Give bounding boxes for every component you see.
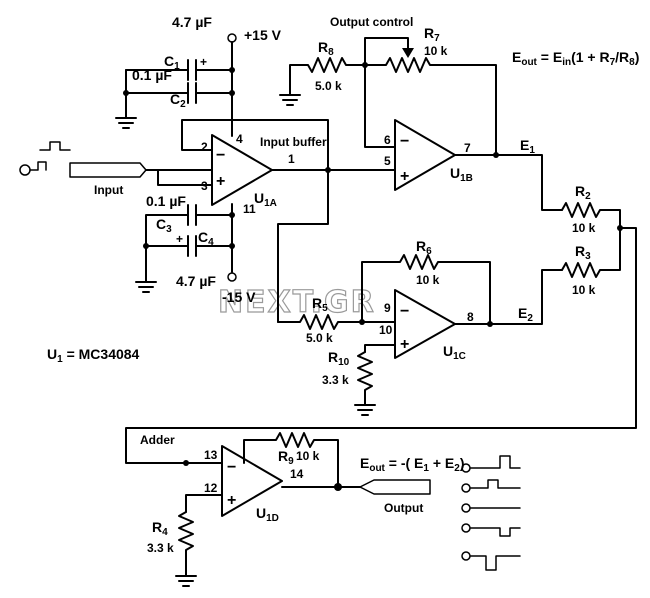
pin-1: 1: [288, 152, 295, 166]
r6-value: 10 k: [416, 273, 440, 287]
pin-12: 12: [204, 481, 218, 495]
r9-value: 10 k: [296, 449, 320, 463]
pin-2: 2: [201, 140, 208, 154]
resistor-r7: R7 10 k: [364, 25, 448, 73]
svg-text:+: +: [200, 55, 207, 69]
r4-value: 3.3 k: [147, 541, 174, 555]
ground-icon: [354, 404, 376, 416]
opamp-u1c: − + 9 10 8 U1C: [379, 289, 474, 362]
capacitor-c4: + C4 4.7 µF: [145, 229, 233, 289]
input-connector: [19, 141, 213, 186]
pin-11: 11: [243, 202, 256, 216]
r7-value: 10 k: [424, 44, 448, 58]
r8-value: 5.0 k: [315, 79, 342, 93]
r7-label: R7: [424, 25, 440, 44]
r2-value: 10 k: [572, 221, 596, 235]
c2-value: 0.1 µF: [132, 67, 172, 83]
svg-text:+: +: [400, 168, 409, 185]
svg-text:−: −: [216, 147, 225, 164]
r8-label: R8: [318, 39, 334, 58]
svg-text:+: +: [400, 336, 409, 353]
r2-label: R2: [575, 183, 591, 202]
r3-label: R3: [575, 243, 591, 262]
c3-value: 0.1 µF: [146, 193, 186, 209]
pin-5: 5: [384, 154, 391, 168]
pin-4: 4: [236, 132, 243, 146]
resistor-r5: R5 5.0 k: [277, 295, 396, 345]
output-control-label: Output control: [330, 15, 413, 29]
opamp-u1d: − + 13 12 14 U1D: [204, 445, 304, 524]
svg-text:+: +: [216, 173, 225, 190]
adder-equation: Eout = -( E1 + E2): [360, 455, 465, 474]
resistor-r4: R4 3.3 k: [147, 511, 194, 577]
c4-value: 4.7 µF: [176, 273, 216, 289]
c4-label: C4: [198, 229, 214, 248]
ground-icon: [135, 281, 157, 293]
output-waveforms: [461, 455, 521, 571]
pin-7: 7: [464, 141, 471, 155]
pos-rail-label: +15 V: [244, 27, 282, 43]
e1-label: E1: [520, 137, 535, 156]
r10-label: R10: [328, 349, 350, 368]
resistor-r8: R8 5.0 k: [289, 39, 366, 96]
svg-text:+: +: [176, 232, 183, 246]
pin-14: 14: [290, 467, 304, 481]
pin-8: 8: [467, 310, 474, 324]
opamp-label: U1C: [443, 343, 466, 362]
r9-label: R9: [278, 448, 294, 467]
pin-9: 9: [384, 301, 391, 315]
opamp-label: U1D: [256, 505, 279, 524]
r4-label: R4: [152, 519, 168, 538]
neg-rail-label: -15 V: [222, 289, 256, 305]
c3-label: C3: [156, 216, 172, 235]
e2-label: E2: [518, 305, 533, 324]
opamp-u1b: − + 6 5 7 U1B: [384, 119, 473, 191]
pin-10: 10: [379, 323, 393, 337]
opamp-label: U1A: [254, 190, 277, 209]
output-label: Output: [384, 501, 423, 515]
r5-label: R5: [312, 295, 328, 314]
capacitor-c3: C3 0.1 µF: [145, 193, 233, 283]
u1-part-label: U1 = MC34084: [47, 346, 140, 365]
ground-icon: [115, 117, 137, 129]
resistor-r9: R9 10 k: [243, 432, 339, 488]
svg-text:+: +: [227, 492, 236, 509]
svg-text:−: −: [227, 459, 236, 476]
gain-equation: Eout = Ein(1 + R7/R8): [512, 49, 639, 68]
capacitor-c2: C2 0.1 µF: [125, 67, 233, 110]
watermark: NEXT.GR: [218, 285, 376, 320]
ground-icon: [175, 575, 197, 587]
pin-13: 13: [204, 448, 218, 462]
c1-value: 4.7 µF: [172, 14, 212, 30]
c1-label: C1: [164, 53, 180, 72]
input-label: Input: [94, 183, 123, 197]
pin-6: 6: [384, 133, 391, 147]
adder-label: Adder: [140, 433, 175, 447]
input-buffer-label: Input buffer: [260, 135, 327, 149]
c2-label: C2: [170, 91, 186, 110]
resistor-r6: R6 10 k: [361, 238, 491, 325]
opamp-label: U1B: [450, 165, 473, 184]
output-connector: [359, 479, 431, 495]
r10-value: 3.3 k: [322, 373, 349, 387]
svg-text:−: −: [400, 133, 409, 150]
resistor-r2: R2 10 k: [561, 183, 621, 235]
r5-value: 5.0 k: [306, 331, 333, 345]
capacitor-c1: + C1 4.7 µF: [125, 14, 233, 81]
r3-value: 10 k: [572, 283, 596, 297]
r6-label: R6: [416, 238, 432, 257]
resistor-r10: R10 3.3 k: [322, 349, 373, 406]
resistor-r3: R3 10 k: [561, 227, 621, 297]
ground-icon: [279, 94, 301, 106]
svg-text:−: −: [400, 303, 409, 320]
